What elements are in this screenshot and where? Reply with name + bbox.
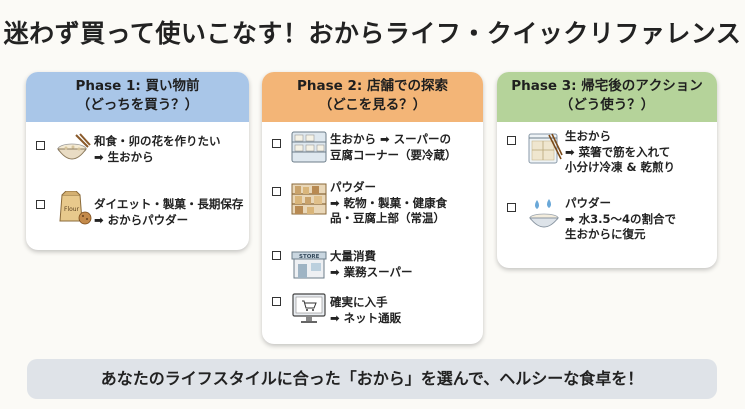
store-icon: STORE <box>291 251 327 279</box>
checkbox[interactable] <box>36 200 45 209</box>
item-text: 和食・卯の花を作りたい <box>94 134 221 148</box>
phase1-item-diet: Flour ダイエット・製菓・長期保存 ➡ おからパウダー <box>26 187 249 239</box>
phase2-header: Phase 2: 店舗での探索 （どこを見る？） <box>262 72 483 122</box>
checkbox[interactable] <box>272 187 281 196</box>
item-text: 生おからに復元 <box>565 227 646 241</box>
phase1-item-washoku: 和食・卯の花を作りたい ➡ 生おから <box>26 127 249 175</box>
checkbox[interactable] <box>272 251 281 260</box>
phase2-card: Phase 2: 店舗での探索 （どこを見る？） 生おから ➡ スーパーの 豆腐… <box>262 72 483 344</box>
phase1-header: Phase 1: 買い物前 （どっちを買う？） <box>26 72 249 122</box>
computer-cart-icon <box>292 293 326 323</box>
item-text: パウダー <box>330 180 376 194</box>
item-text: 生おから ➡ スーパーの <box>330 132 452 146</box>
phase1-card: Phase 1: 買い物前 （どっちを買う？） 和食・卯の花を作りたい ➡ 生お… <box>26 72 249 250</box>
checkbox[interactable] <box>507 203 516 212</box>
item-arrow-text: ➡ ネット通販 <box>330 310 402 325</box>
checkbox[interactable] <box>272 139 281 148</box>
svg-text:Flour: Flour <box>64 206 80 213</box>
svg-text:STORE: STORE <box>299 254 320 260</box>
page-title: 迷わず買って使いこなす！おからライフ・クイックリファレンス <box>3 19 742 48</box>
phase3-title: Phase 3: 帰宅後のアクション <box>511 78 703 94</box>
phase2-item-online: 確実に入手 ➡ ネット通販 <box>262 292 483 336</box>
item-text: 品・豆腐上部（常温） <box>330 211 445 225</box>
phase2-title: Phase 2: 店舗での探索 <box>297 78 448 94</box>
phase2-item-bulk: STORE 大量消費 ➡ 業務スーパー <box>262 246 483 286</box>
item-arrow-text: ➡ 乾物・製菓・健康食 <box>330 195 448 210</box>
item-text: ダイエット・製菓・長期保存 <box>94 197 244 211</box>
phase1-subtitle: （どっちを買う？） <box>76 97 199 113</box>
item-text: 確実に入手 <box>330 295 388 309</box>
shelf-icon <box>291 183 327 215</box>
item-arrow-text: ➡ 業務スーパー <box>330 264 413 279</box>
phase3-item-powder: パウダー ➡ 水3.5〜4の割合で 生おからに復元 <box>497 196 717 258</box>
item-arrow-text: ➡ 菜箸で筋を入れて <box>565 144 671 159</box>
freezer-bag-icon <box>528 133 563 164</box>
item-arrow-text: ➡ 水3.5〜4の割合で <box>565 211 677 226</box>
phase2-item-powder: パウダー ➡ 乾物・製菓・健康食 品・豆腐上部（常温） <box>262 180 483 240</box>
water-drops-bowl-icon <box>528 199 560 228</box>
item-text: 豆腐コーナー（要冷蔵） <box>330 147 457 162</box>
item-text: 大量消費 <box>330 249 376 263</box>
item-arrow-text: ➡ 生おから <box>94 149 154 164</box>
item-text: 生おから <box>565 129 611 143</box>
phase3-header: Phase 3: 帰宅後のアクション （どう使う？） <box>497 72 717 122</box>
checkbox[interactable] <box>507 136 516 145</box>
phase3-subtitle: （どう使う？） <box>559 97 655 113</box>
phase1-title: Phase 1: 買い物前 <box>75 78 200 94</box>
flour-bag-icon: Flour <box>59 191 92 225</box>
phase2-subtitle: （どこを見る？） <box>318 97 427 113</box>
rice-bowl-icon <box>57 133 91 160</box>
item-text: パウダー <box>565 196 611 210</box>
bottom-banner: あなたのライフスタイルに合った「おから」を選んで、ヘルシーな食卓を！ <box>27 359 717 399</box>
checkbox[interactable] <box>36 141 45 150</box>
item-arrow-text: ➡ おからパウダー <box>94 212 189 227</box>
phase3-item-fresh: 生おから ➡ 菜箸で筋を入れて 小分け冷凍 & 乾煎り <box>497 128 717 190</box>
checkbox[interactable] <box>272 297 281 306</box>
phase3-card: Phase 3: 帰宅後のアクション （どう使う？） 生おから ➡ 菜箸で筋を入… <box>497 72 717 268</box>
fridge-icon <box>291 131 327 163</box>
item-text: 小分け冷凍 & 乾煎り <box>565 160 676 174</box>
phase2-item-fresh: 生おから ➡ スーパーの 豆腐コーナー（要冷蔵） <box>262 128 483 174</box>
